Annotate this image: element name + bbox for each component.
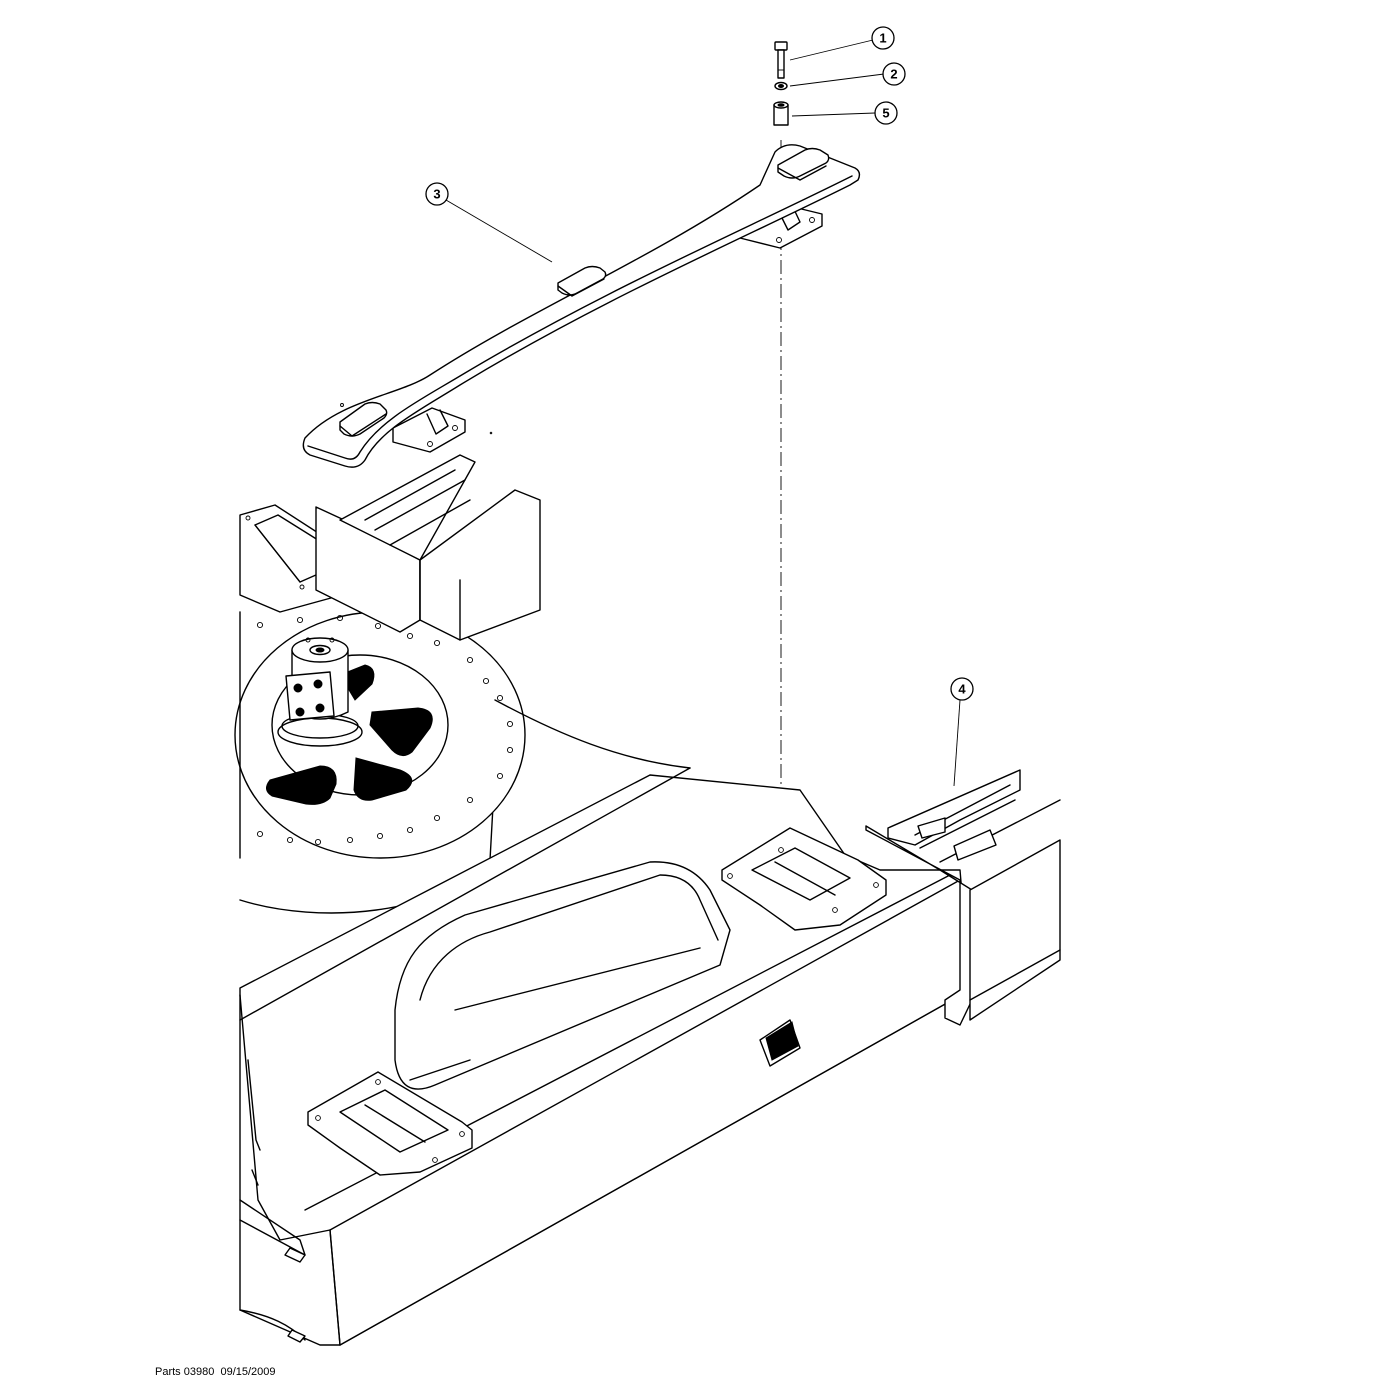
footer-doc-id: Parts 03980 bbox=[155, 1366, 215, 1378]
upper-frame-stub bbox=[239, 454, 541, 641]
footer-date: 09/15/2009 bbox=[220, 1366, 276, 1378]
swivel-joint bbox=[277, 637, 363, 747]
callout-3: 3 bbox=[425, 182, 553, 263]
callout-1: 1 bbox=[789, 26, 895, 61]
mount-pad-right bbox=[721, 827, 887, 931]
bolt-part bbox=[774, 41, 788, 79]
callout-4: 4 bbox=[950, 677, 974, 787]
callout-1-label: 1 bbox=[879, 31, 886, 46]
sleeve-part bbox=[773, 101, 789, 126]
cross-beam-part bbox=[302, 144, 861, 468]
washer-part bbox=[774, 81, 788, 91]
mount-pad-left bbox=[307, 1071, 473, 1176]
callout-4-label: 4 bbox=[958, 682, 966, 697]
callout-5-label: 5 bbox=[882, 106, 889, 121]
callout-2: 2 bbox=[789, 62, 906, 87]
callout-2-label: 2 bbox=[890, 67, 897, 82]
callout-5: 5 bbox=[791, 101, 898, 125]
footer-caption: Parts 03980 09/15/2009 bbox=[155, 1366, 276, 1378]
callout-3-label: 3 bbox=[433, 187, 440, 202]
